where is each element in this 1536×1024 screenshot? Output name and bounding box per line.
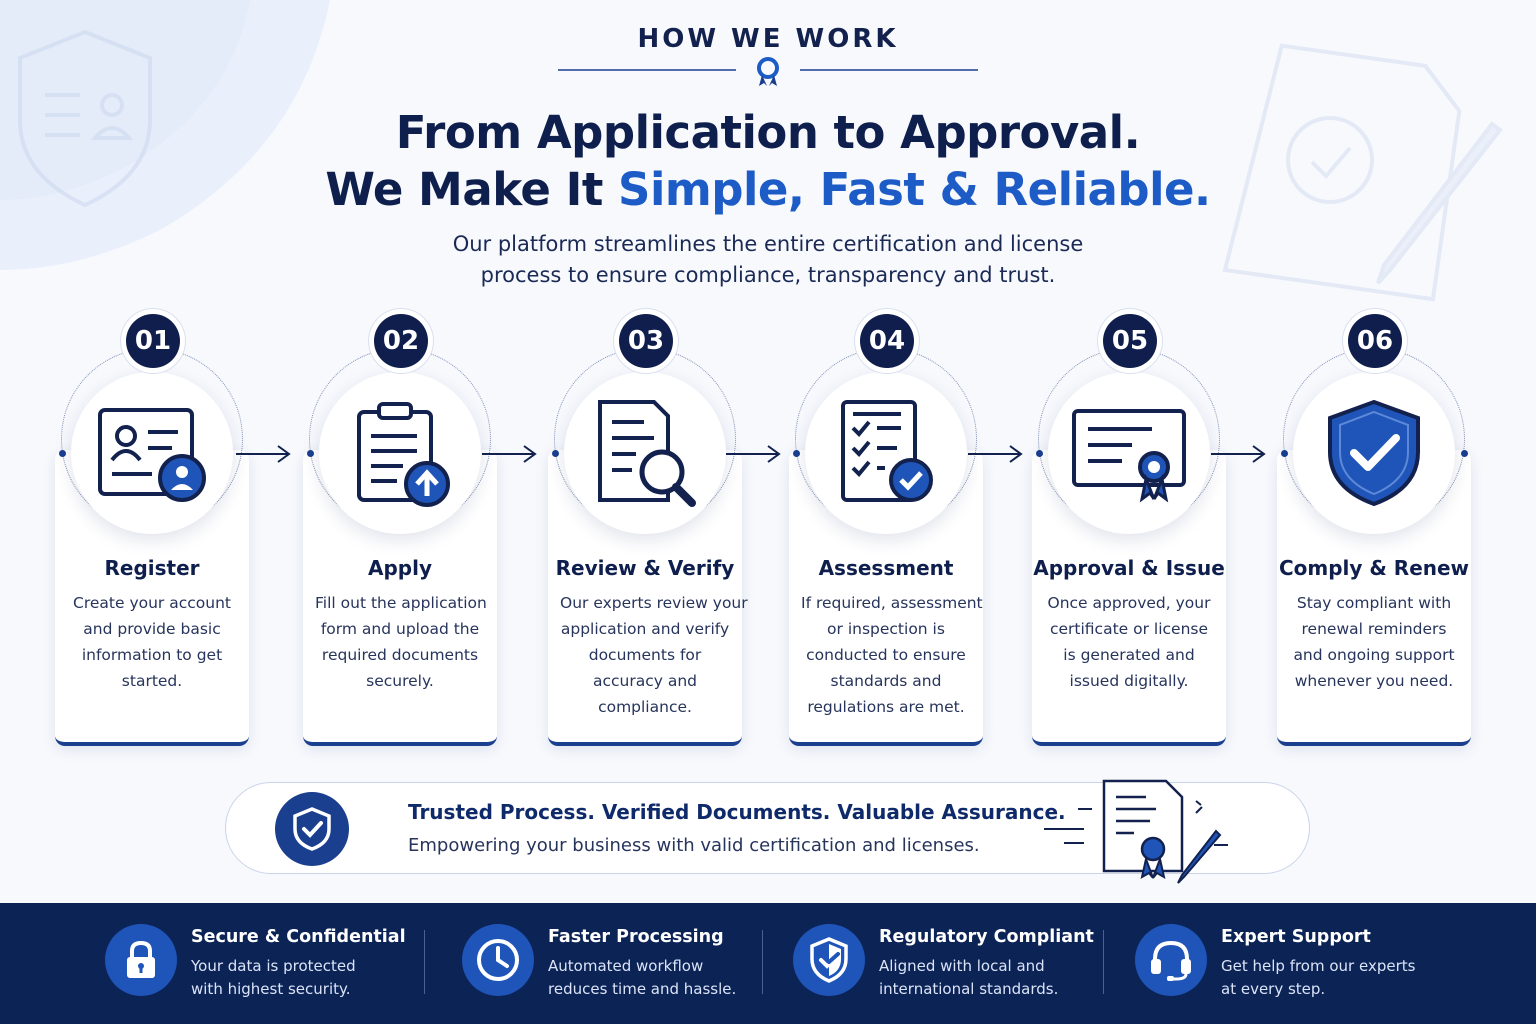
flow-arrow-icon xyxy=(726,445,781,463)
flow-arrow-icon xyxy=(968,445,1023,463)
step-title: Approval & Issue xyxy=(1033,556,1225,580)
step-title: Assessment xyxy=(818,556,954,580)
feature-divider xyxy=(424,930,425,994)
step-icon-circle xyxy=(564,372,726,534)
shield-check-icon xyxy=(1328,399,1420,507)
step-number-badge: 04 xyxy=(860,314,914,368)
id-card-user-icon xyxy=(98,408,206,502)
step-description: Once approved, your certificate or licen… xyxy=(1047,594,1211,690)
feature-title: Secure & Confidential xyxy=(191,927,406,947)
step-register: 01 Register Create your account and prov… xyxy=(55,300,249,750)
page-headline: From Application to Approval. We Make It… xyxy=(0,104,1536,218)
document-search-icon xyxy=(597,399,696,507)
certificate-pen-illustration-icon xyxy=(1044,779,1228,884)
process-steps: 01 Register Create your account and prov… xyxy=(0,300,1536,760)
step-review-verify: 03 Review & Verify Our experts review yo… xyxy=(548,300,748,750)
flow-arrow-icon xyxy=(1211,445,1266,463)
step-assessment: 04 Assessment If required, assessment or… xyxy=(789,300,983,750)
shield-check-icon xyxy=(293,807,331,851)
assurance-shield-badge xyxy=(275,792,349,866)
features-footer: Secure & Confidential Your data is prote… xyxy=(0,903,1536,1024)
step-title: Register xyxy=(104,556,200,580)
lock-icon xyxy=(127,940,155,978)
step-apply: 02 Apply Fill out the application form a… xyxy=(303,300,497,750)
step-description: Create your account and provide basic in… xyxy=(73,594,231,690)
award-ribbon-icon xyxy=(757,57,779,86)
arc-dot xyxy=(552,450,559,457)
feature-description: Automated workflow reduces time and hass… xyxy=(548,957,737,998)
feature-description: Aligned with local and international sta… xyxy=(879,957,1059,998)
step-icon-circle xyxy=(1293,372,1455,534)
step-description: If required, assessment or inspection is… xyxy=(801,594,983,716)
headset-icon xyxy=(1151,940,1191,981)
clock-icon xyxy=(477,939,519,981)
clipboard-upload-icon xyxy=(357,401,450,507)
headline-line-2: We Make It Simple, Fast & Reliable. xyxy=(0,161,1536,218)
step-icon-circle xyxy=(1048,372,1210,534)
feature-icon-circle xyxy=(105,924,177,996)
feature-icon-circle xyxy=(793,924,865,996)
feature-title: Expert Support xyxy=(1221,927,1371,947)
section-eyebrow: HOW WE WORK xyxy=(637,24,899,54)
feature-title: Regulatory Compliant xyxy=(879,927,1094,947)
flow-arrow-icon xyxy=(482,445,537,463)
checklist-icon xyxy=(841,399,933,502)
arc-dot xyxy=(1281,450,1288,457)
headline-accent: Simple, Fast & Reliable. xyxy=(618,163,1211,216)
arc-dot xyxy=(59,450,66,457)
step-comply-renew: 06 Comply & Renew Stay compliant with re… xyxy=(1277,300,1471,750)
feature-description: Get help from our experts at every step. xyxy=(1221,957,1416,998)
feature-icon-circle xyxy=(462,924,534,996)
step-icon-circle xyxy=(71,372,233,534)
feature-divider xyxy=(1103,930,1104,994)
feature-description: Your data is protected with highest secu… xyxy=(191,957,356,998)
flow-arrow-icon xyxy=(236,445,291,463)
arc-dot xyxy=(1461,450,1468,457)
certificate-icon xyxy=(1072,409,1186,503)
step-title: Comply & Renew xyxy=(1278,556,1470,580)
eyebrow-rule xyxy=(558,57,978,86)
step-icon-circle xyxy=(805,372,967,534)
step-number-badge: 02 xyxy=(374,314,428,368)
step-description: Stay compliant with renewal reminders an… xyxy=(1293,594,1455,690)
feature-title: Faster Processing xyxy=(548,927,724,947)
assurance-banner: Trusted Process. Verified Documents. Val… xyxy=(225,779,1310,884)
step-icon-circle xyxy=(319,372,481,534)
intro-line-1: Our platform streamlines the entire cert… xyxy=(452,232,1084,256)
headline-line-1: From Application to Approval. xyxy=(395,106,1141,159)
step-description: Our experts review your application and … xyxy=(560,594,748,716)
step-number-badge: 06 xyxy=(1348,314,1402,368)
step-title: Apply xyxy=(367,556,432,580)
assurance-title: Trusted Process. Verified Documents. Val… xyxy=(408,800,1066,824)
feature-icon-circle xyxy=(1135,924,1207,996)
step-description: Fill out the application form and upload… xyxy=(315,594,487,690)
step-approval-issue: 05 Approval & Issue Once approved, your … xyxy=(1032,300,1226,750)
feature-divider xyxy=(762,930,763,994)
arc-dot xyxy=(307,450,314,457)
headline-plain: We Make It xyxy=(325,163,619,216)
arc-dot xyxy=(1036,450,1043,457)
step-title: Review & Verify xyxy=(555,556,735,580)
assurance-subtitle: Empowering your business with valid cert… xyxy=(408,835,980,856)
shield-check-icon xyxy=(810,937,848,983)
intro-line-2: process to ensure compliance, transparen… xyxy=(480,263,1056,287)
step-number-badge: 05 xyxy=(1103,314,1157,368)
intro-text: Our platform streamlines the entire cert… xyxy=(0,229,1536,291)
step-number-badge: 01 xyxy=(126,314,180,368)
step-number-badge: 03 xyxy=(619,314,673,368)
arc-dot xyxy=(793,450,800,457)
